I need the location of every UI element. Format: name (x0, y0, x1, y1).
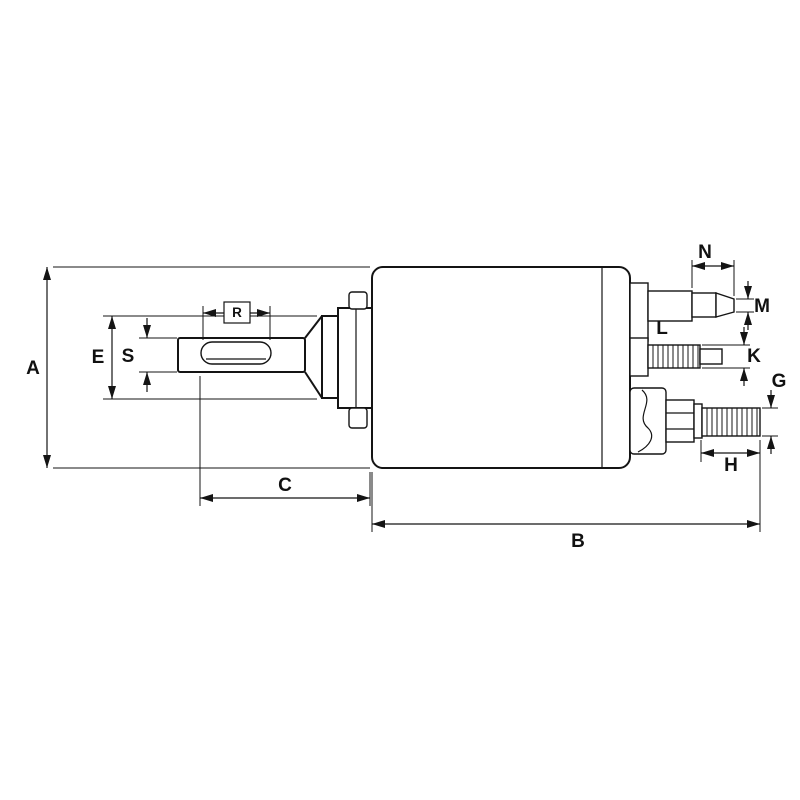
collar (321, 315, 339, 399)
mounting-flange (337, 307, 373, 409)
dim-label-c: C (278, 475, 292, 496)
terminal-pin (691, 292, 717, 318)
dim-label-s: S (122, 346, 135, 367)
nut (665, 399, 695, 443)
flange-top-tab (348, 291, 368, 310)
dimension-K: K (702, 327, 761, 386)
flange-bottom-tab (348, 407, 368, 429)
stud-pilot (699, 348, 723, 365)
terminal-pin-tip (715, 292, 735, 318)
dim-label-e: E (92, 347, 105, 368)
taper-top (304, 315, 323, 339)
dim-label-g: G (772, 371, 787, 392)
dim-label-a: A (26, 358, 40, 379)
dimension-N: N (691, 242, 735, 296)
bottom-stud-thread-hatch (706, 408, 758, 436)
stud-plate (629, 337, 649, 377)
dimension-L: L (656, 318, 668, 339)
dim-label-m: M (754, 296, 770, 317)
bottom-stud-assembly (629, 387, 761, 455)
bottom-stud-thread-body (701, 407, 761, 437)
stud-thread-hatch (652, 345, 699, 368)
plunger-shaft (177, 337, 306, 373)
dimension-R: R (202, 301, 271, 340)
dimension-G: G (762, 371, 786, 454)
bottom-bracket-curve (637, 389, 653, 453)
top-terminal-plate (629, 282, 649, 342)
dimension-M: M (736, 281, 770, 330)
dimension-B: B (371, 440, 761, 552)
solenoid-body (371, 266, 631, 469)
stud-thread-body (647, 344, 701, 369)
shaft-slot (200, 341, 272, 365)
washer (693, 403, 703, 439)
dim-label-r-box (223, 301, 251, 324)
dimension-A: A (26, 266, 370, 469)
taper-bottom (304, 371, 323, 399)
body-outline (371, 266, 631, 469)
top-terminal (629, 282, 735, 342)
dimension-H: H (700, 440, 760, 476)
dim-label-b: B (571, 531, 585, 552)
dim-label-r: R (232, 305, 242, 320)
dim-label-l: L (656, 318, 668, 339)
dim-label-n: N (698, 242, 712, 263)
top-terminal-arm (647, 290, 693, 322)
dimension-S: S (122, 318, 177, 392)
dim-label-k: K (747, 346, 761, 367)
dim-label-h: H (724, 455, 738, 476)
dimension-C: C (199, 376, 371, 506)
field-stud (629, 337, 723, 377)
taper-collar-flange (304, 291, 373, 429)
